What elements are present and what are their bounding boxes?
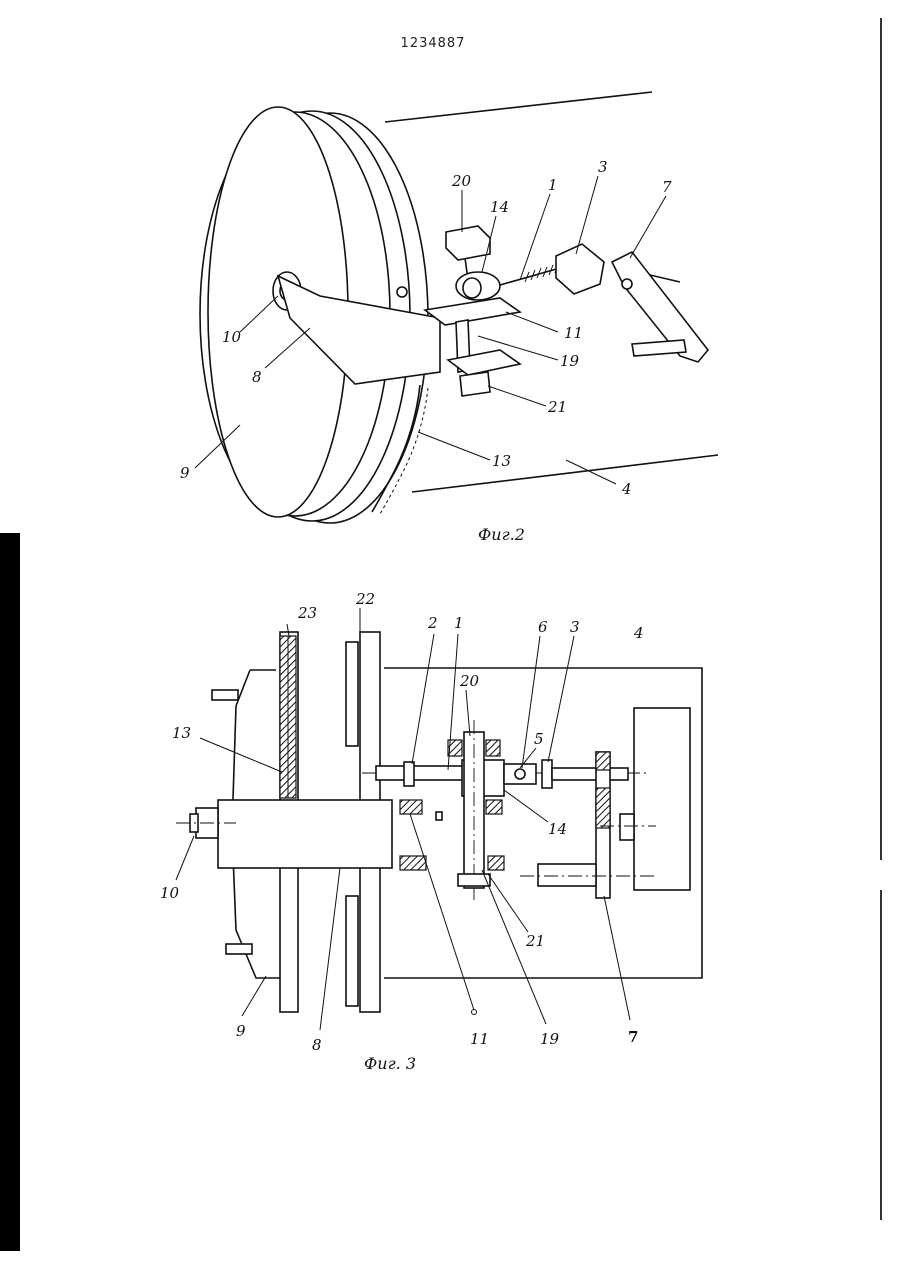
fig3-callout: 1 [454,614,464,632]
fig3-callout: 13 [172,724,191,742]
cylinder-top-edge [385,92,652,122]
fig3-callout: 23 [297,604,317,622]
collar-3 [542,760,552,788]
fig3-callout: 22 [355,590,375,608]
end-block [634,708,690,890]
fig3-callout: 8 [312,1036,322,1054]
figure-3-drawing: 23 22 2 1 6 3 4 20 5 13 14 10 21 9 8 11 … [160,590,702,1054]
fig2-callout: 4 [621,480,632,498]
fig2-callout: 8 [252,368,262,386]
block-21 [460,372,490,396]
fig3-callout: 2 [427,614,438,632]
fig3-callout: 3 [570,618,580,636]
collar-2 [404,762,414,786]
fig2-callout: 7 [662,178,672,196]
fig2-callout: 13 [492,452,511,470]
fig2-callout: 10 [222,328,242,346]
fig2-callout: 3 [598,158,608,176]
fig3-callout: 4 [633,624,644,642]
fig2-callout: 21 [547,398,567,416]
fig2-callout: 1 [548,176,558,194]
fig2-callout: 19 [560,352,580,370]
fig3-callout: 19 [540,1030,560,1048]
fig3-callout: 5 [534,730,544,748]
fig2-callout: 9 [180,464,190,482]
shaft [552,768,628,780]
figure-2-caption: Фиг.2 [478,525,525,544]
screw-1 [376,766,464,780]
nut-3 [556,244,604,294]
fig2-callout: 11 [564,324,583,342]
fig3-callout: 14 [548,820,567,838]
figure-3-caption: Фиг. 3 [364,1054,416,1073]
fig3-callout: 9 [236,1022,246,1040]
fig3-callout: 7 [628,1028,638,1046]
fig3-callout: 11 [470,1030,489,1048]
figure-2-drawing: 20 14 1 3 7 10 8 11 19 21 9 13 4 [180,92,718,523]
plate-11 [425,298,520,325]
arm-8 [218,800,392,868]
fig3-callout: 10 [160,884,180,902]
lever-handle [538,864,596,886]
fig3-callout: 21 [525,932,545,950]
section-20-right [486,740,500,756]
fig3-callout: 6 [538,618,548,636]
fig3-callout: 20 [459,672,480,690]
cylinder-bottom-edge [412,455,718,492]
block-20 [446,226,490,260]
fig2-callout: 14 [490,198,509,216]
section-21 [488,856,504,870]
fig2-callout: 20 [451,172,472,190]
